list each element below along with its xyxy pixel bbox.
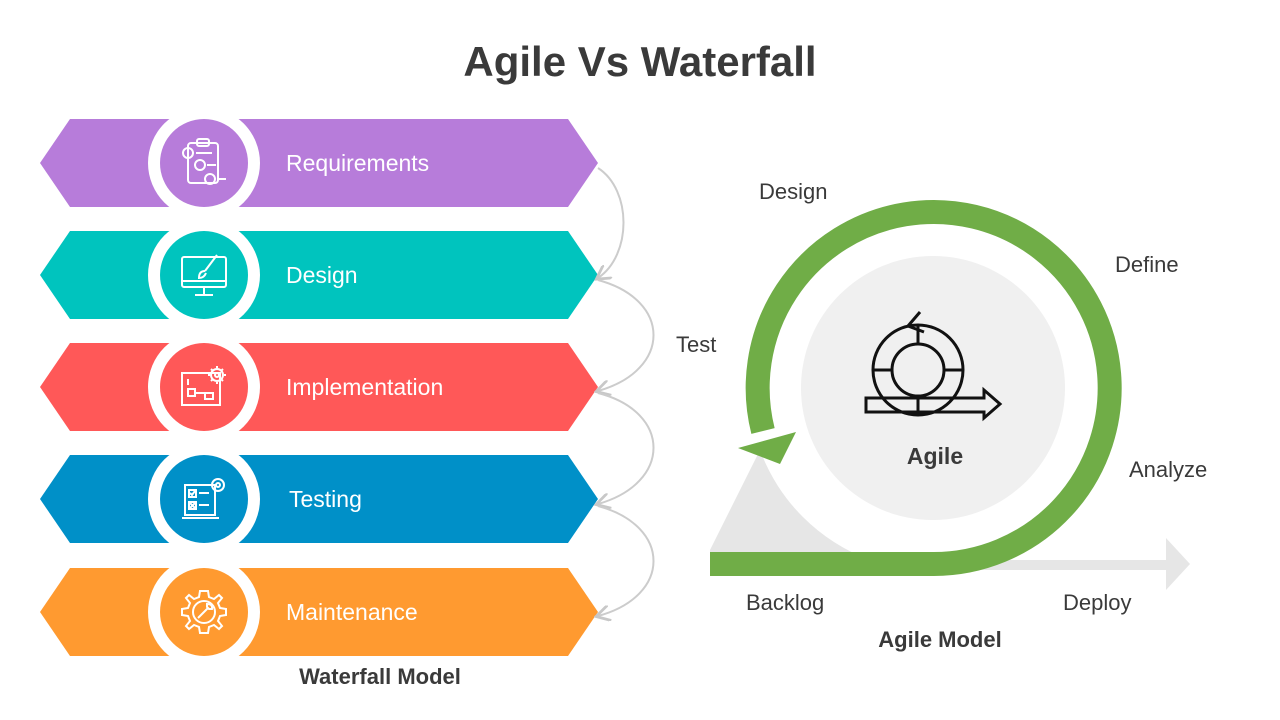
agile-center-label: Agile: [906, 443, 964, 469]
stage-label: Requirements: [286, 150, 430, 176]
test-checklist-gear-icon: [160, 455, 248, 543]
page-title: Agile Vs Waterfall: [463, 38, 817, 85]
connector-arrow: [598, 392, 655, 504]
stage-label: Design: [286, 262, 358, 288]
connector-arrow: [598, 505, 655, 616]
waterfall-stage-requirements: Requirements: [40, 107, 598, 219]
connector-arrow: [598, 279, 655, 391]
checklist-icon: [160, 119, 248, 207]
blueprint-gear-icon: [160, 343, 248, 431]
agile-caption: Agile Model: [878, 627, 1002, 652]
waterfall-stage-testing: Testing: [40, 443, 598, 555]
phase-backlog: Backlog: [746, 590, 825, 615]
waterfall-stage-implementation: Implementation: [40, 331, 598, 443]
stage-label: Maintenance: [286, 599, 418, 625]
connector-arrow: [598, 167, 625, 278]
waterfall-stage-design: Design: [40, 219, 598, 331]
waterfall-stage-maintenance: Maintenance: [40, 556, 598, 668]
test-label: Test: [676, 332, 717, 357]
waterfall-model: Requirements Design: [40, 107, 598, 689]
agile-cycle-icon: [864, 311, 1003, 422]
agile-model: Design Define Analyze Backlog Deploy Agi…: [700, 160, 1280, 680]
waterfall-connectors: [560, 167, 655, 630]
stage-label: Testing: [289, 486, 362, 512]
agile-center-disc: [801, 256, 1065, 520]
agile-arrowhead: [738, 432, 796, 464]
gear-wrench-icon: [160, 568, 248, 656]
monitor-brush-icon: [160, 231, 248, 319]
phase-define: Define: [1115, 252, 1179, 277]
stage-label: Implementation: [286, 374, 444, 400]
waterfall-caption: Waterfall Model: [299, 664, 461, 689]
agile-cycle-arrow: [710, 200, 1122, 577]
phase-analyze: Analyze: [1129, 457, 1208, 482]
phase-deploy: Deploy: [1063, 590, 1132, 615]
phase-design: Design: [759, 179, 828, 204]
